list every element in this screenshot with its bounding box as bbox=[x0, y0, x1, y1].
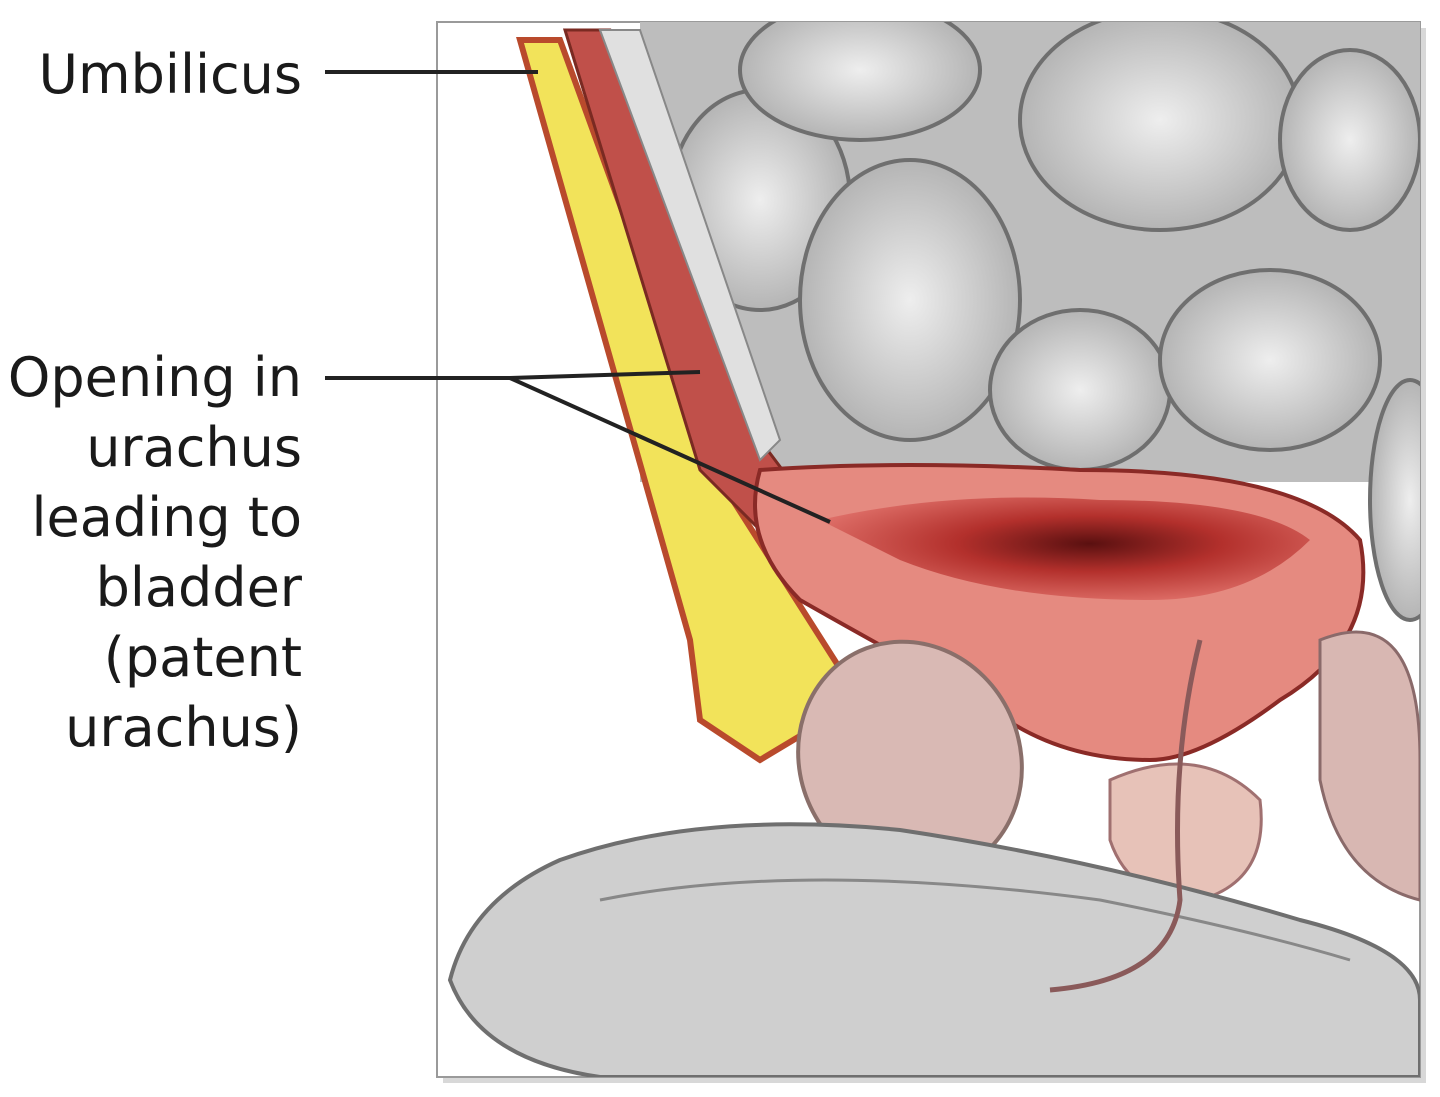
urethra bbox=[599, 878, 1351, 962]
label-line: (patent bbox=[103, 626, 302, 689]
label-line: urachus) bbox=[65, 696, 302, 759]
peritoneum bbox=[598, 29, 782, 462]
label-line: Opening in bbox=[7, 346, 302, 409]
urethral-tube bbox=[1049, 639, 1203, 993]
label-umbilicus: Umbilicus bbox=[38, 43, 302, 106]
label-opening-in-urachus: Opening in urachus leading to bladder (p… bbox=[8, 343, 302, 763]
rectum bbox=[1318, 630, 1420, 902]
bladder-lumen bbox=[820, 497, 1310, 600]
label-line: urachus bbox=[86, 416, 302, 479]
opening-leader-line-diagonal bbox=[509, 376, 831, 524]
label-line: leading to bbox=[31, 486, 302, 549]
intestine-loops bbox=[668, 22, 1420, 622]
label-line: bladder bbox=[95, 556, 302, 619]
